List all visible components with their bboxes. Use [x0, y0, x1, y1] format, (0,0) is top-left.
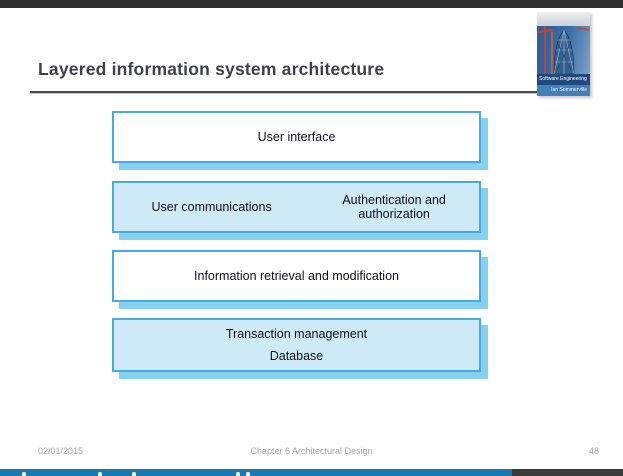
footer-page-number: 48 [588, 446, 599, 456]
book-author: Ian Sommerville [537, 85, 590, 96]
dome-lattice-icon [553, 29, 575, 74]
layer-user-communications: User communications Authentication and a… [112, 181, 481, 233]
layer-label: Transaction management [225, 327, 368, 341]
bottom-bar [0, 469, 623, 476]
next-slide-text-fragment [246, 472, 250, 476]
title-divider [30, 91, 588, 94]
next-slide-text-fragment [132, 472, 136, 476]
crane-icon [544, 26, 546, 74]
layer-transaction-management: Transaction management Database [112, 318, 481, 372]
layer-label: User communications [151, 200, 272, 214]
book-cover-photo [537, 26, 590, 74]
slide-title: Layered information system architecture [38, 58, 385, 79]
layer-information-retrieval: Information retrieval and modification [112, 250, 481, 302]
layer-label: Information retrieval and modification [194, 269, 399, 283]
layer-label: Authentication and authorization [342, 192, 446, 221]
next-slide-text-fragment [22, 472, 26, 476]
layer-label: Database [269, 349, 324, 363]
top-bar [0, 0, 623, 8]
layer-label: User interface [257, 130, 336, 144]
crane-icon [551, 32, 553, 74]
bottom-bar-dark-segment [512, 469, 623, 476]
book-cover-sky [537, 12, 590, 26]
layer-user-interface: User interface [112, 111, 481, 163]
next-slide-text-fragment [236, 472, 240, 476]
footer-date: 02/01/2015 [38, 446, 84, 456]
next-slide-text-fragment [98, 472, 102, 476]
book-title: Software Engineering [537, 74, 590, 85]
book-cover-logo: Software Engineering Ian Sommerville [537, 12, 590, 96]
footer-chapter: Chapter 6 Architectural Design [250, 446, 373, 456]
